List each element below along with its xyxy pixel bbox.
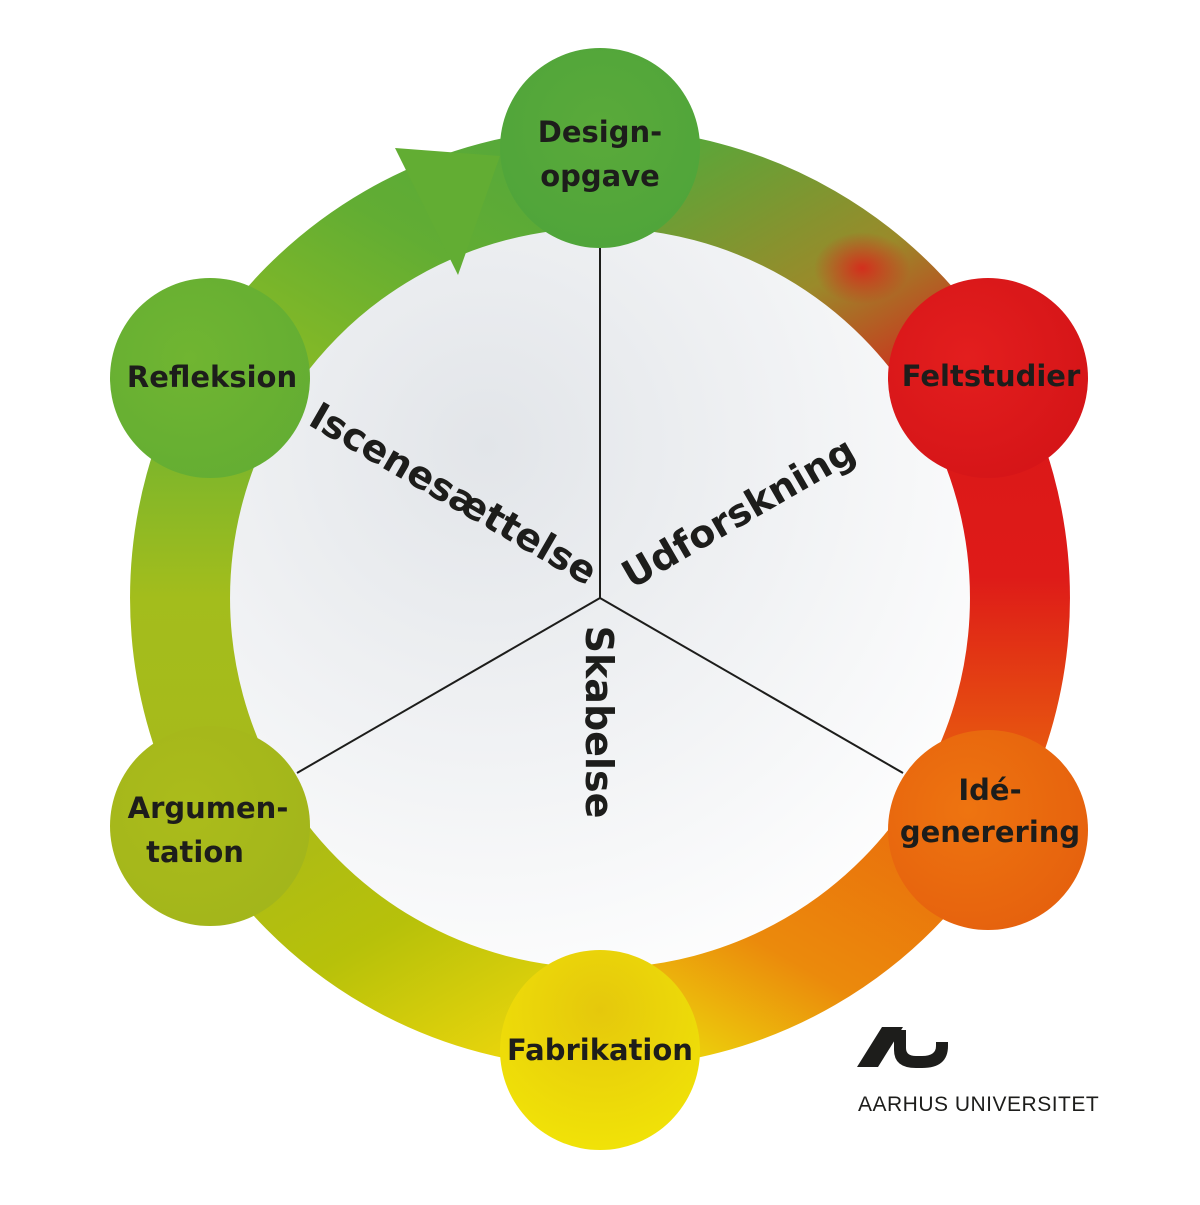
divider-right bbox=[599, 597, 904, 774]
node-label-line2: tation bbox=[146, 835, 244, 869]
node-fabrikation: Fabrikation bbox=[500, 950, 700, 1150]
node-label-line2: opgave bbox=[540, 159, 660, 193]
phase-dividers bbox=[296, 240, 904, 774]
node-label-line2: generering bbox=[900, 815, 1080, 849]
node-idegenerering: Idé- generering bbox=[888, 730, 1088, 930]
node-label-line1: Idé- bbox=[958, 773, 1021, 807]
node-refleksion: Refleksion bbox=[110, 278, 310, 478]
ring-glow bbox=[814, 232, 910, 304]
au-logo-icon bbox=[857, 1027, 948, 1068]
node-circle-fabrikation bbox=[500, 950, 700, 1150]
node-circle-idegenerering bbox=[888, 730, 1088, 930]
node-label-line1: Argumen- bbox=[128, 791, 289, 825]
node-label-line1: Feltstudier bbox=[902, 359, 1081, 393]
aarhus-universitet-logo: AARHUS UNIVERSITET bbox=[857, 1027, 1099, 1116]
cycle-arrow-icon bbox=[395, 148, 500, 275]
node-label-line1: Design- bbox=[538, 115, 662, 149]
node-argumentation: Argumen- tation bbox=[110, 726, 310, 926]
divider-left bbox=[296, 597, 601, 774]
phase-label-skabelse: Skabelse bbox=[577, 626, 621, 819]
logo-text: AARHUS UNIVERSITET bbox=[858, 1093, 1099, 1116]
node-designopgave: Design- opgave bbox=[500, 48, 700, 248]
node-circle-feltstudier bbox=[888, 278, 1088, 478]
node-label-line1: Fabrikation bbox=[507, 1033, 693, 1067]
node-feltstudier: Feltstudier bbox=[888, 278, 1088, 478]
node-label-line1: Refleksion bbox=[127, 360, 297, 394]
node-circle-argumentation bbox=[110, 726, 310, 926]
node-circle-designopgave bbox=[500, 48, 700, 248]
node-circle-refleksion bbox=[110, 278, 310, 478]
